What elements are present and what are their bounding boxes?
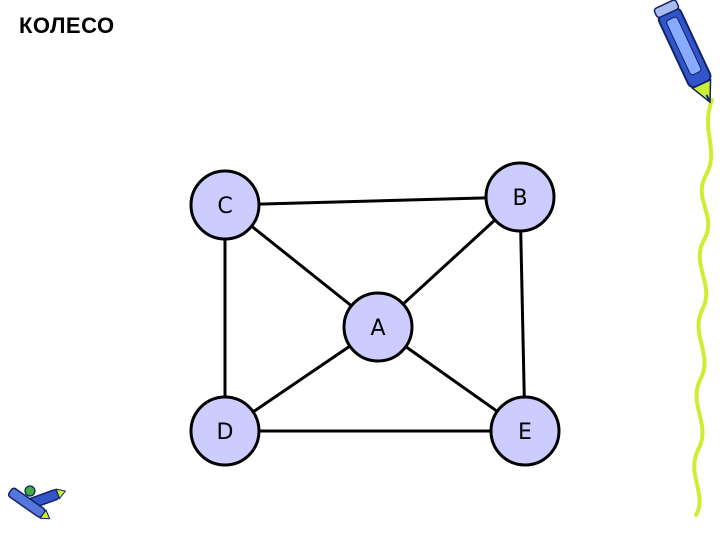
node-circle	[189, 395, 261, 467]
slide-title: КОЛЕСО	[19, 13, 115, 38]
node-circle	[189, 169, 261, 241]
edge-b-e	[518, 196, 527, 432]
node-circle	[489, 395, 561, 467]
edge-c-b	[224, 195, 521, 207]
node-circle	[342, 291, 414, 363]
node-b: B	[484, 161, 556, 233]
node-label: A	[370, 316, 385, 341]
node-label: B	[512, 186, 527, 211]
node-c: C	[189, 169, 261, 241]
nodes-layer: C B A D E	[189, 161, 561, 467]
squiggle-line	[692, 98, 714, 517]
node-label: E	[518, 420, 532, 445]
pens-icon	[7, 485, 67, 520]
node-a: A	[342, 291, 414, 363]
node-e: E	[489, 395, 561, 467]
node-circle	[484, 161, 556, 233]
node-label: D	[217, 420, 234, 445]
pen-icon	[653, 0, 712, 104]
node-d: D	[189, 395, 261, 467]
node-label: C	[217, 194, 232, 219]
